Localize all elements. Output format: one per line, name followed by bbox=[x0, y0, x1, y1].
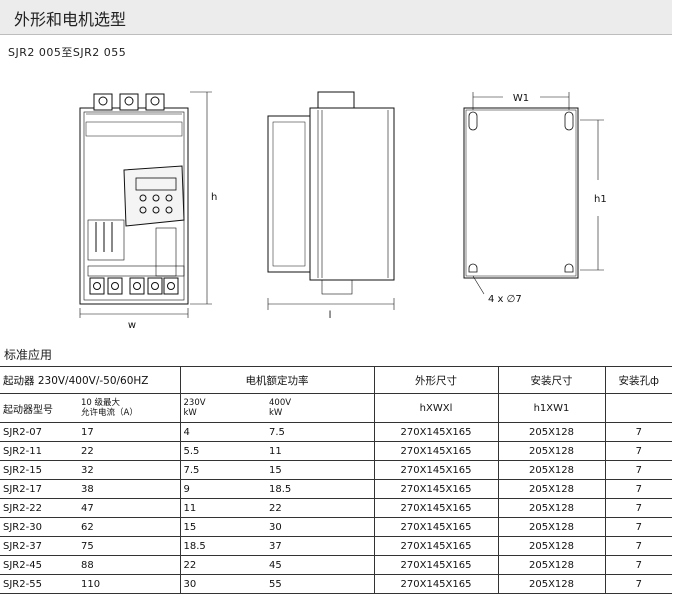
table-row: SJR2-07 17 4 7.5 270X145X165 205X128 7 bbox=[0, 422, 672, 442]
page-title: 外形和电机选型 bbox=[14, 10, 127, 29]
table-subheader-row: 起动器型号 10 级最大 允许电流（A） 230V kW 400V kW hXW… bbox=[0, 393, 672, 423]
subheader-400v: 400V kW bbox=[266, 393, 374, 423]
back-view bbox=[463, 92, 604, 295]
side-view bbox=[267, 91, 395, 310]
table-header-row: 起动器 230V/400V/-50/60HZ 电机额定功率 外形尺寸 安装尺寸 … bbox=[0, 366, 672, 394]
subheader-model: 起动器型号 bbox=[0, 393, 78, 423]
back-w1-label: W1 bbox=[513, 93, 529, 104]
back-h1-label: h1 bbox=[594, 194, 607, 205]
section-header: 外形和电机选型 bbox=[0, 0, 672, 35]
side-length-label: l bbox=[329, 310, 332, 321]
subheader-current: 10 级最大 允许电流（A） bbox=[78, 393, 180, 423]
front-view bbox=[79, 91, 212, 318]
table-row: SJR2-17 38 9 18.5 270X145X165 205X128 7 bbox=[0, 479, 672, 499]
subheader-mount-format: h1XW1 bbox=[497, 393, 605, 423]
table-row: SJR2-30 62 15 30 270X145X165 205X128 7 bbox=[0, 517, 672, 537]
motor-selection-table: 起动器 230V/400V/-50/60HZ 电机额定功率 外形尺寸 安装尺寸 … bbox=[0, 366, 672, 594]
table-row: SJR2-45 88 22 45 270X145X165 205X128 7 bbox=[0, 555, 672, 575]
hole-size-label: 4 x ∅7 bbox=[488, 294, 522, 305]
table-row: SJR2-11 22 5.5 11 270X145X165 205X128 7 bbox=[0, 441, 672, 461]
header-motor-power: 电机额定功率 bbox=[179, 366, 374, 394]
header-hole: 安装孔ф bbox=[604, 366, 672, 394]
front-height-label: h bbox=[211, 192, 217, 203]
subheader-hole-blank bbox=[604, 393, 672, 423]
header-mounting: 安装尺寸 bbox=[497, 366, 605, 394]
table-row: SJR2-55 110 30 55 270X145X165 205X128 7 bbox=[0, 574, 672, 594]
header-starter: 起动器 230V/400V/-50/60HZ bbox=[0, 366, 180, 394]
table-row: SJR2-22 47 11 22 270X145X165 205X128 7 bbox=[0, 498, 672, 518]
subheader-230v: 230V kW bbox=[179, 393, 266, 423]
section-title: 标准应用 bbox=[4, 348, 53, 362]
table-row: SJR2-37 75 18.5 37 270X145X165 205X128 7 bbox=[0, 536, 672, 556]
table-row: SJR2-15 32 7.5 15 270X145X165 205X128 7 bbox=[0, 460, 672, 480]
dimension-drawing: w h l W1 h1 4 x ∅7 bbox=[79, 91, 607, 331]
front-width-label: w bbox=[128, 320, 136, 331]
subheader-dim-format: hXWXl bbox=[373, 393, 498, 423]
model-range-subtitle: SJR2 005至SJR2 055 bbox=[8, 46, 127, 59]
header-dimensions: 外形尺寸 bbox=[373, 366, 498, 394]
